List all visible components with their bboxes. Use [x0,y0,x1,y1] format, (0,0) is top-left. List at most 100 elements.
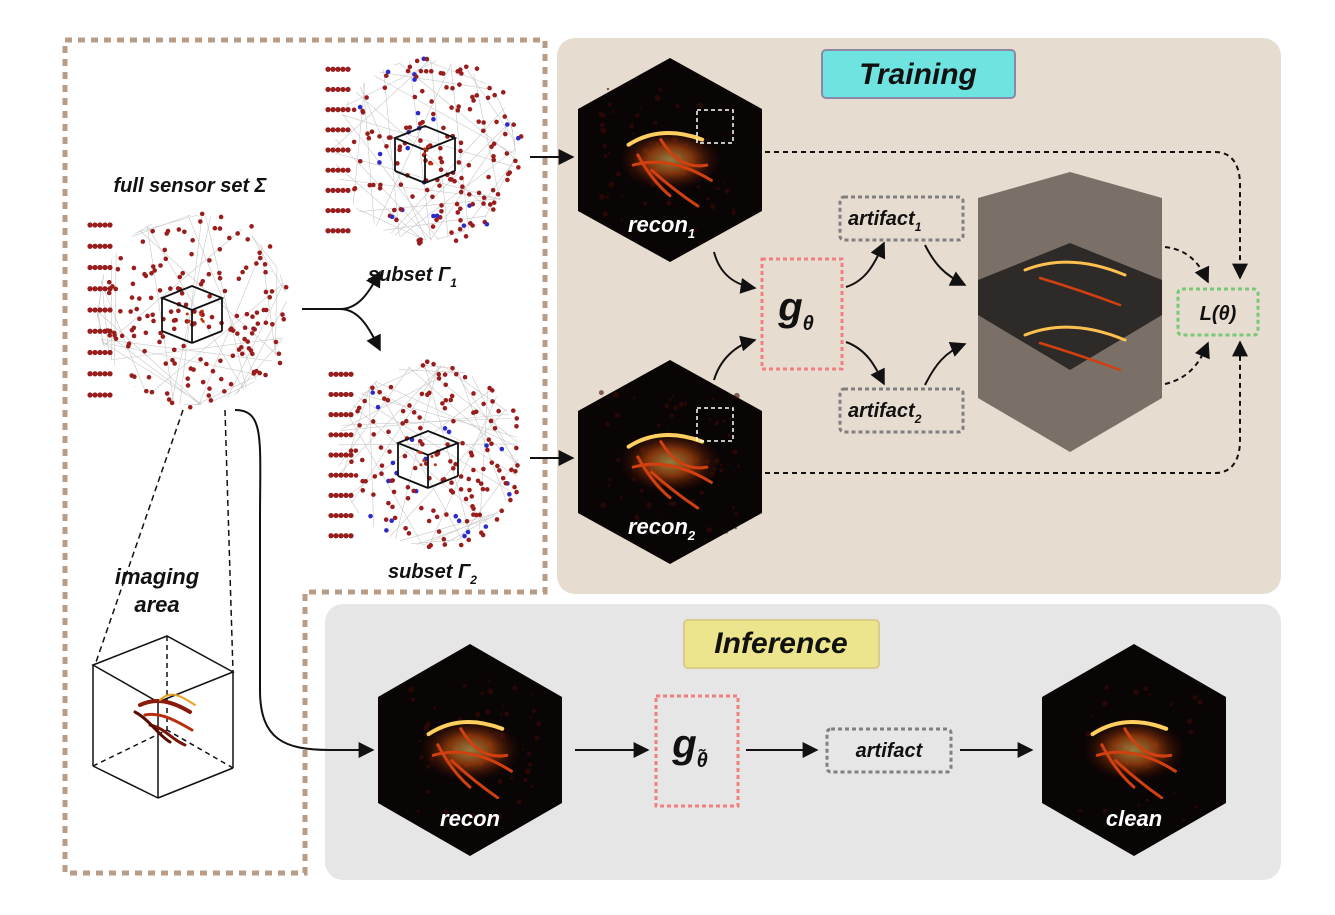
sensor-dot [434,452,440,457]
full-sensor-sphere [87,211,289,410]
noise-speck [599,122,605,128]
network-g-theta-tilde: gθ̃ [654,694,740,808]
sensor-dot [357,104,363,110]
sensor-dot [351,139,357,145]
overlay-vessel [1038,341,1122,372]
sensor-dot [345,207,351,214]
sensor-dot [107,371,113,377]
sensor-dot [445,442,450,447]
sphere-cube [395,430,461,489]
sensor-dot [505,177,510,183]
vessel-line [459,727,509,758]
sensor-dot [371,182,376,188]
noise-speck [496,814,502,820]
recon2-label: recon2 [628,514,696,543]
sensor-dot [486,437,492,443]
sensor-dot [187,404,193,410]
sensor-dot [360,488,366,493]
noise-speck [408,686,414,693]
noise-speck [484,709,491,715]
sensor-dot [343,492,349,498]
sensor-dot [441,125,446,131]
overlay-comparison [978,172,1162,452]
sensor-dot [470,223,475,228]
sensor-dot [204,361,209,367]
sensor-dot [352,186,357,192]
subset2-label: subset Γ2 [388,561,477,587]
sensor-dot [449,230,454,235]
sensor-dot [388,384,394,390]
noise-speck [710,203,716,210]
sensor-dot [434,213,440,219]
sensor-dot [340,127,346,133]
noise-speck [530,784,534,788]
noise-speck [1137,803,1141,807]
sensor-dot [492,425,498,431]
sensor-dot [168,286,173,291]
sensor-dot [407,64,413,70]
sensor-dot [377,389,382,395]
artifact2-to-overlay-arrow [924,341,967,386]
sensor-dot [371,492,376,497]
sensor-dot [420,88,425,94]
sensor-dot [254,310,260,315]
sensor-dot [448,459,453,464]
sensor-dot [113,286,119,292]
clean-label: clean [1106,806,1162,831]
noise-speck [737,464,741,468]
sensor-dot [107,222,113,228]
noise-speck [411,697,416,702]
sensor-dot [330,228,336,234]
sensor-dot [460,184,465,190]
sensor-dot [362,398,367,404]
signal-glow [419,718,521,782]
sensor-dot [345,107,351,113]
noise-speck [1104,685,1109,690]
sensor-dot [351,107,357,113]
sensor-dot [395,161,400,166]
sensor-dot [222,288,228,294]
sensor-dot [403,418,409,424]
noise-speck [614,412,621,419]
sensor-dot [160,334,166,339]
sensor-dot [235,231,240,236]
sensor-dot [488,418,494,424]
sensor-dot [478,481,484,486]
noise-speck [671,501,677,507]
sensor-dot [245,237,251,242]
sensor-dot [496,408,501,414]
noise-speck [425,789,430,794]
sensor-dot [514,424,519,429]
sensor-dot [466,537,472,543]
sensor-dot [244,311,250,317]
sensor-dot [162,247,168,253]
recon2-zoom-box [696,407,734,442]
recon1-zoom-box [696,109,734,144]
noise-speck [605,421,610,427]
sensor-dot [458,148,463,154]
sensor-dot [491,157,497,163]
artifact2-box: artifact2 [838,387,965,434]
sensor-dot [484,487,490,492]
recon1-to-loss-arrow [765,151,1248,280]
sensor-dot [328,432,334,438]
sensor-dot [163,361,169,366]
sensor-dot [462,374,468,380]
noise-speck [724,188,730,194]
sensor-dot [481,201,486,206]
sensor-dot [102,264,108,271]
noise-speck [516,799,522,805]
sensor-dot [385,69,391,75]
sensor-dot [458,487,464,492]
sensor-dot [390,460,396,466]
sensor-dot [481,195,487,201]
sensor-dot [325,147,331,153]
sensor-dot [418,425,423,431]
sensor-dot [372,474,378,479]
sensor-dot [459,175,464,181]
noise-speck [521,748,524,751]
sensor-dot [228,381,234,387]
sensor-dot [243,265,249,270]
sensor-dot [491,141,497,147]
